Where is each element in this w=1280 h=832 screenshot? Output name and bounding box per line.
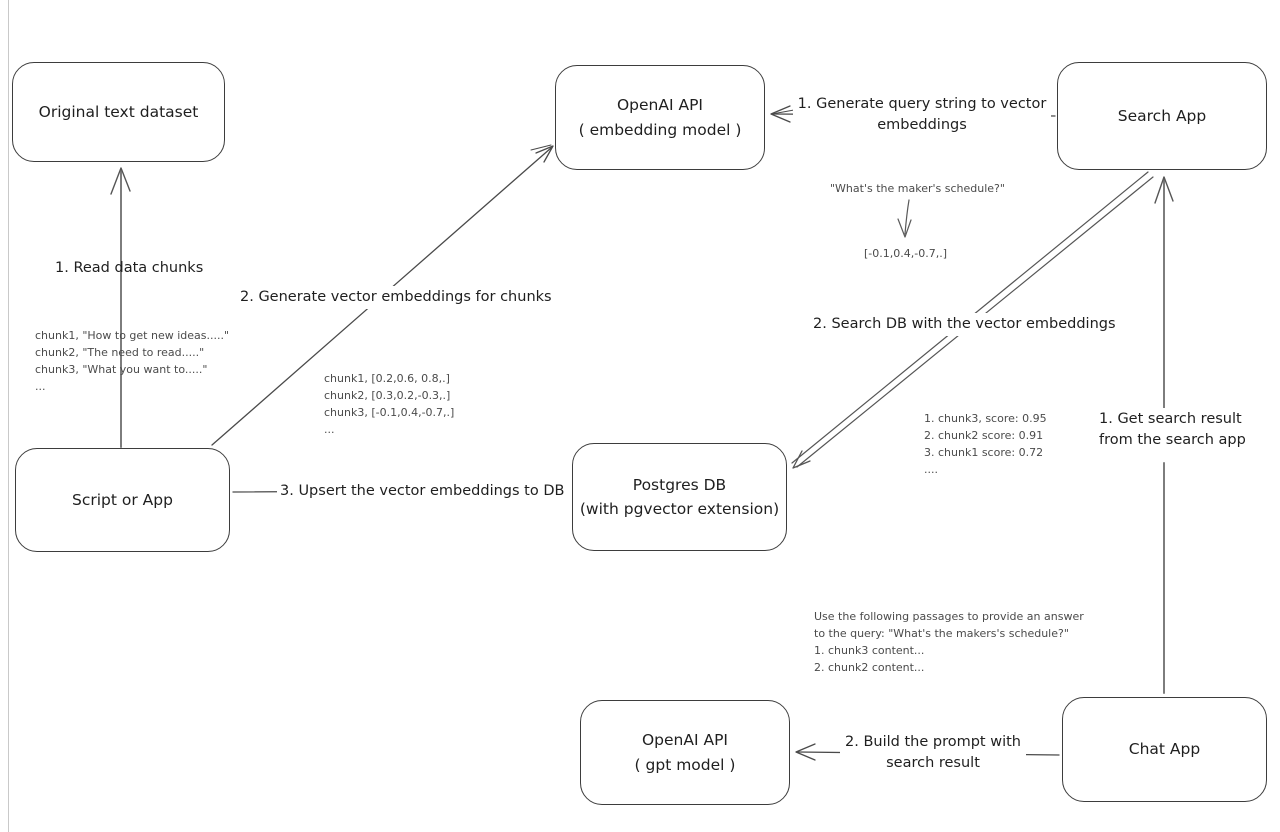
canvas-edge-line — [8, 0, 9, 832]
arrow-get-search-result — [1154, 176, 1174, 694]
edge-label-read-data-chunks: 1. Read data chunks — [55, 260, 204, 276]
annotation-query-vector: [-0.1,0.4,-0.7,.] — [864, 247, 947, 260]
annotation-chunk-texts: chunk1, "How to get new ideas....." chun… — [35, 329, 230, 394]
edge-label-build-prompt: 2. Build the prompt with search result — [840, 731, 1026, 776]
annotation-search-scores: 1. chunk3, score: 0.95 2. chunk2 score: … — [924, 410, 1047, 479]
edge-label-generate-embeddings: 2. Generate vector embeddings for chunks — [237, 286, 555, 310]
arrow-read-data-chunks — [110, 167, 131, 448]
annotation-chunk-vectors: chunk1, [0.2,0.6, 0.8,.] chunk2, [0.3,0.… — [324, 372, 455, 437]
node-script-or-app: Script or App — [15, 448, 230, 552]
arrow-query-string-to-vector — [897, 199, 912, 238]
node-search-app: Search App — [1057, 62, 1267, 170]
node-postgres-db: Postgres DB (with pgvector extension) — [572, 443, 787, 551]
annotation-query-string: "What's the maker's schedule?" — [830, 182, 1005, 195]
node-openai-api-embedding: OpenAI API ( embedding model ) — [555, 65, 765, 170]
node-openai-api-gpt: OpenAI API ( gpt model ) — [580, 700, 790, 805]
edge-label-get-search-result: 1. Get search result from the search app — [1096, 408, 1264, 453]
annotation-prompt-preview: Use the following passages to provide an… — [814, 610, 1084, 675]
edge-label-upsert-to-db: 3. Upsert the vector embeddings to DB — [277, 480, 568, 504]
edge-label-query-to-vector: 1. Generate query string to vector embed… — [793, 93, 1051, 138]
node-original-text-dataset: Original text dataset — [12, 62, 225, 162]
edge-label-search-db: 2. Search DB with the vector embeddings — [810, 313, 1119, 337]
node-chat-app: Chat App — [1062, 697, 1267, 802]
